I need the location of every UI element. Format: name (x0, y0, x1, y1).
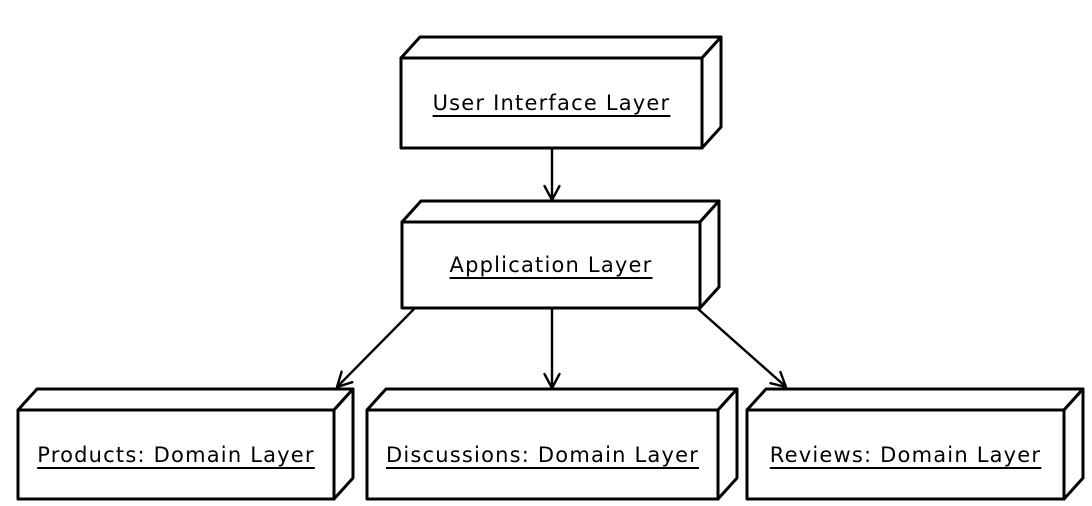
node-label-reviews-domain-layer: Reviews: Domain Layer (769, 442, 1042, 467)
node-label-products-domain-layer: Products: Domain Layer (37, 442, 315, 467)
edge-application-to-reviews (695, 306, 788, 389)
node-application-layer (400, 199, 721, 310)
edge-application-to-products (335, 307, 416, 389)
node-products-domain-layer (16, 387, 355, 501)
edge-application-to-discussions (543, 306, 561, 390)
node-discussions-domain-layer (365, 387, 739, 501)
node-user-interface-layer (399, 35, 723, 150)
edge-ui-to-application (543, 146, 561, 202)
node-reviews-domain-layer (745, 387, 1085, 501)
node-label-discussions-domain-layer: Discussions: Domain Layer (385, 442, 700, 467)
node-label-application-layer: Application Layer (449, 253, 653, 277)
node-label-user-interface-layer: User Interface Layer (432, 91, 671, 115)
